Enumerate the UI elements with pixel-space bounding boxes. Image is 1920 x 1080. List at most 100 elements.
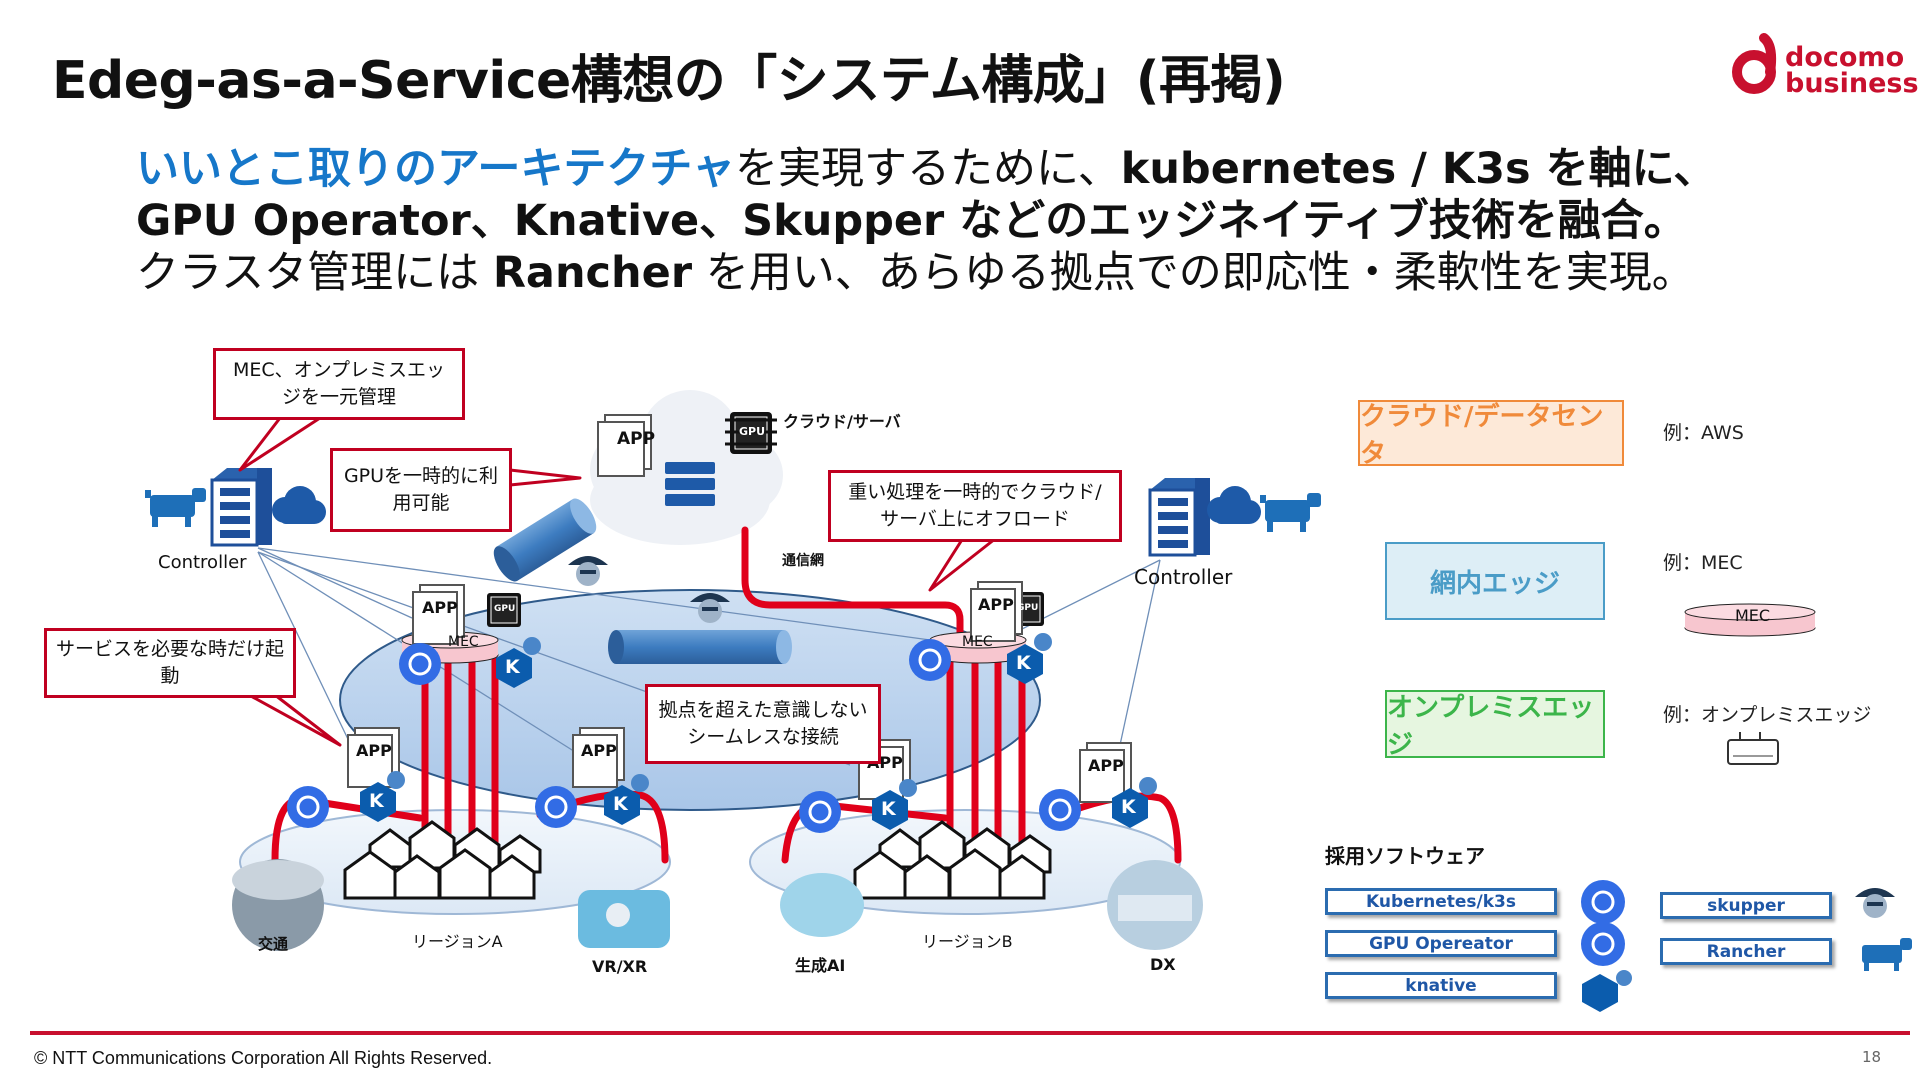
legend-mec-disc — [1684, 603, 1816, 637]
subtitle-line3-text-a: クラスタ管理には — [136, 248, 493, 298]
gpu-label-mec-left: GPU — [494, 604, 516, 614]
knative-icon-mec-right — [1007, 633, 1052, 684]
callout-offload: 重い処理を一時的でクラウド/サーバ上にオフロード — [828, 470, 1122, 542]
knative-icon-b2 — [1112, 777, 1157, 828]
callout-gpu-temporary: GPUを一時的に利用可能 — [330, 448, 512, 532]
skupper-icon-2 — [690, 593, 730, 623]
software-gpu-operator-icon — [1581, 922, 1625, 966]
legend-net-edge-box: 網内エッジ — [1385, 542, 1605, 620]
app-doc-mec-right — [970, 581, 1023, 642]
page-number: 18 — [1862, 1048, 1882, 1066]
gen-ai-label: 生成AI — [795, 956, 846, 975]
copyright-text: © NTT Communications Corporation All Rig… — [34, 1048, 493, 1068]
tunnel-pipe-mec — [608, 630, 792, 664]
mec-label-left: MEC — [448, 634, 479, 650]
software-kubernetes: Kubernetes/k3s — [1325, 888, 1557, 915]
legend-cloud-box: クラウド/データセンタ — [1358, 400, 1624, 469]
rancher-icon-right — [1260, 493, 1321, 532]
callout-seamless: 拠点を超えた意識しないシームレスな接続 — [645, 684, 881, 764]
cloud-server-label: クラウド/サーバ — [783, 412, 901, 431]
legend-cloud-example: 例：AWS — [1663, 422, 1744, 444]
kubernetes-icon-a1 — [287, 786, 329, 828]
software-skupper-icon — [1855, 888, 1895, 918]
logo-text-business: business — [1785, 68, 1919, 99]
tunnel-pipe-cloud — [493, 498, 597, 582]
region-b-label: リージョンB — [922, 932, 1013, 951]
software-skupper: skupper — [1660, 892, 1832, 919]
houses-region-a — [343, 820, 542, 900]
knative-k-a1: K — [369, 790, 384, 812]
legend-net-edge-example: 例：MEC — [1663, 552, 1743, 574]
kubernetes-icon-a2 — [535, 786, 577, 828]
gen-ai-photo — [780, 873, 864, 937]
controller-label-right: Controller — [1134, 565, 1233, 589]
footer-divider — [30, 1031, 1910, 1035]
logo-text-docomo: docomo — [1785, 42, 1905, 73]
legend-onprem-device-icon — [1727, 732, 1779, 765]
software-knative: knative — [1325, 972, 1557, 999]
gpu-chip-cloud — [725, 412, 777, 454]
subtitle-line-2: GPU Operator、Knative、Skupper などのエッジネイティブ… — [136, 196, 1687, 246]
software-rancher-icon — [1862, 938, 1912, 971]
software-kubernetes-icon — [1581, 880, 1625, 924]
app-doc-region-b-2 — [1079, 742, 1132, 803]
knative-icon-a2 — [604, 774, 649, 825]
traffic-label: 交通 — [258, 935, 289, 953]
subtitle-highlight: いいとこ取りのアーキテクチャ — [136, 144, 735, 194]
knative-icon-a1 — [360, 771, 405, 822]
knative-icon-mec-left — [496, 637, 541, 688]
legend-onprem-example: 例：オンプレミスエッジ — [1663, 704, 1872, 726]
knative-k-b1: K — [881, 798, 896, 820]
knative-k-a2: K — [613, 793, 628, 815]
docomo-logo-mark — [1732, 33, 1777, 94]
subtitle-line-3: クラスタ管理には Rancher を用い、あらゆる拠点での即応性・柔軟性を実現。 — [136, 238, 1695, 300]
rancher-icon-left — [145, 488, 206, 527]
app-label-region-b-2: APP — [1088, 756, 1124, 775]
houses-region-b — [853, 820, 1052, 900]
subtitle-line1-text-b: kubernetes / K3s を軸に、 — [1120, 144, 1717, 194]
app-doc-region-a-2 — [572, 727, 625, 788]
kubernetes-icon-b1 — [799, 791, 841, 833]
subtitle-line3-text-c: を用い、あらゆる拠点での即応性・柔軟性を実現。 — [692, 248, 1695, 298]
controller-server-left — [210, 468, 272, 547]
gpu-label-mec-right: GPU — [1017, 603, 1039, 613]
gpu-label-cloud: GPU — [739, 425, 766, 438]
app-doc-mec-left — [412, 584, 465, 645]
callout-tails — [238, 416, 1001, 747]
knative-icon-b1 — [872, 779, 917, 830]
kubernetes-icon-b2 — [1039, 789, 1081, 831]
software-gpu-operator: GPU Opereator — [1325, 930, 1557, 957]
app-label-cloud: APP — [617, 429, 656, 449]
kubernetes-icon-mec-left — [399, 643, 441, 685]
mec-label-right: MEC — [962, 634, 993, 650]
skupper-icon-1 — [568, 556, 608, 586]
network-label: 通信網 — [782, 553, 824, 569]
legend-mec-label: MEC — [1735, 606, 1771, 625]
subtitle-line-1: いいとこ取りのアーキテクチャを実現するために、kubernetes / K3s … — [136, 134, 1716, 196]
app-label-mec-left: APP — [422, 598, 458, 617]
controller-label-left: Controller — [158, 552, 247, 573]
region-a-label: リージョンA — [412, 932, 503, 951]
dx-label: DX — [1150, 955, 1176, 974]
callout-mec-onprem: MEC、オンプレミスエッジを一元管理 — [213, 348, 465, 420]
gpu-chip-left — [487, 593, 521, 627]
docomo-business-logo: docomo business — [1730, 30, 1919, 105]
app-label-region-a-1: APP — [356, 741, 392, 760]
software-knative-icon — [1582, 970, 1632, 1012]
cloud-server-icon — [665, 462, 715, 506]
vrxr-label: VR/XR — [592, 957, 648, 976]
software-rancher: Rancher — [1660, 938, 1832, 965]
controller-cloud-icon-left — [272, 486, 326, 524]
knative-k-b2: K — [1121, 796, 1136, 818]
app-label-region-a-2: APP — [581, 741, 617, 760]
app-label-mec-right: APP — [978, 595, 1014, 614]
controller-cloud-icon-right — [1207, 486, 1261, 524]
page-title: Edeg-as-a-Service構想の「システム構成」(再掲) — [52, 51, 1286, 111]
legend-onprem-box: オンプレミスエッジ — [1385, 690, 1605, 760]
subtitle-line1-text-a: を実現するために、 — [735, 144, 1121, 194]
subtitle-line3-rancher: Rancher — [492, 248, 693, 298]
callout-on-demand: サービスを必要な時だけ起動 — [44, 628, 296, 698]
knative-k-mec-left: K — [505, 656, 520, 678]
app-doc-cloud — [597, 414, 652, 477]
